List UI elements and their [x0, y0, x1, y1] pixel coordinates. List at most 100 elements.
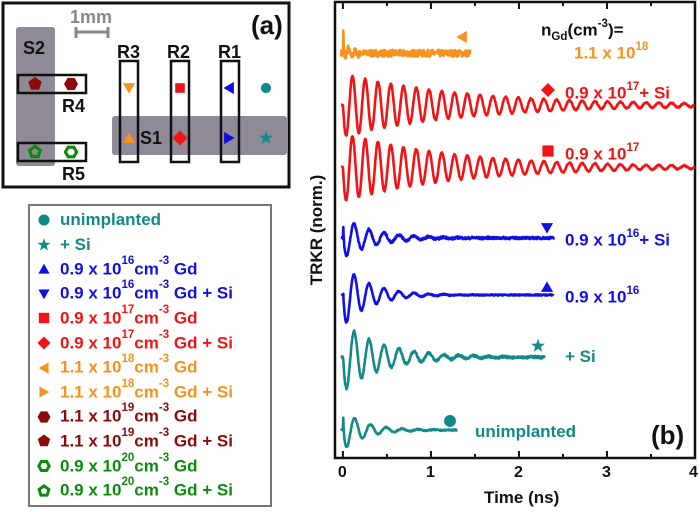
label-text: 0.9 x 10 [565, 230, 627, 250]
legend-label: 0.9 x 1016cm-3 Gd [60, 255, 198, 280]
y-axis-label: TRKR (norm.) [307, 174, 327, 286]
circle-marker-icon [260, 82, 272, 94]
label-text: Gd [169, 456, 198, 476]
label-text: cm [134, 284, 159, 304]
legend-label: 1.1 x 1019cm-3 Gd + Si [60, 427, 233, 452]
star-marker-icon [531, 338, 545, 352]
region-r2 [169, 59, 191, 164]
label-text: Gd [169, 357, 198, 377]
label-r3: R3 [117, 42, 141, 62]
trace-label: 0.9 x 1016 [565, 284, 640, 308]
diamond-marker-icon [541, 83, 555, 97]
legend-item: 0.9 x 1020cm-3 Gd + Si [36, 476, 233, 503]
label-r4: R4 [62, 96, 86, 116]
label-text: cm [134, 480, 159, 500]
legend-item: 0.9 x 1016cm-3 Gd + Si [36, 279, 233, 306]
tri-right-marker-icon [224, 131, 235, 145]
label-text: Gd [169, 308, 198, 328]
exponent: 16 [626, 284, 640, 297]
label-text: + Si [639, 83, 671, 103]
exponent: -3 [158, 427, 170, 440]
label-text: 0.9 x 10 [565, 287, 627, 307]
square-marker-icon [38, 313, 50, 324]
label-text: cm [134, 431, 159, 451]
legend-item: 1.1 x 1019cm-3 Gd + Si [36, 427, 233, 453]
legend-item: 1.1 x 1018cm-3 Gd + Si [36, 377, 233, 404]
label-text: + Si [639, 230, 671, 250]
legend-item: 0.9 x 1020cm-3 Gd [36, 451, 198, 478]
exponent: -3 [158, 353, 170, 366]
trace-label: 0.9 x 1017+ Si [565, 81, 671, 104]
exponent: 19 [121, 402, 135, 415]
header-text: (cm [567, 20, 598, 40]
x-tick-label: 2 [513, 464, 523, 481]
x-tick-label: 1 [425, 464, 435, 481]
label-text: Gd + Si [169, 431, 233, 451]
hexagon-marker-icon [37, 411, 51, 423]
label-text: 0.9 x 10 [60, 456, 122, 476]
header-text: )= [607, 20, 624, 40]
trace-label: + Si [565, 347, 596, 367]
label-text: Gd + Si [169, 284, 233, 304]
label-text: unimplanted [60, 210, 162, 229]
x-tick-label: 3 [601, 464, 611, 481]
hexagon-open-marker-icon [63, 145, 79, 159]
legend-label: 0.9 x 1017cm-3 Gd + Si [60, 329, 233, 354]
plot-frame [333, 0, 697, 460]
label-text: 1.1 x 10 [60, 357, 122, 377]
label-text: 1.1 x 10 [60, 382, 122, 402]
trace-label: 1.1 x 1018 [574, 40, 649, 64]
exponent: 18 [635, 40, 649, 53]
diamond-marker-icon [172, 130, 188, 146]
label-text: 0.9 x 10 [60, 480, 122, 500]
label-text: 0.9 x 10 [60, 308, 122, 328]
legend-label: + Si [60, 235, 91, 255]
exponent: -3 [158, 451, 170, 464]
label-text: Gd + Si [169, 480, 233, 500]
label-text: cm [134, 407, 159, 427]
region-r4 [16, 73, 88, 95]
exponent: -3 [158, 402, 170, 415]
square-marker-icon [175, 83, 185, 93]
legend-label: unimplanted [60, 210, 161, 230]
exponent: 16 [626, 227, 640, 240]
star-marker-icon [259, 130, 273, 144]
legend-item: 0.9 x 1017cm-3 Gd [36, 304, 198, 330]
exponent: 17 [626, 141, 640, 154]
label-text: Gd + Si [169, 333, 233, 353]
legend-item: 1.1 x 1019cm-3 Gd [36, 402, 198, 429]
label-text: cm [134, 357, 159, 377]
region-r1 [219, 59, 241, 164]
exponent: 20 [121, 451, 135, 464]
circle-marker-icon [444, 415, 456, 427]
tri-left-marker-icon [38, 361, 49, 374]
diamond-marker-icon [37, 336, 51, 350]
star-marker-icon [37, 237, 51, 251]
tri-down-marker-icon [122, 83, 136, 94]
scale-bar [74, 27, 110, 38]
label-s2: S2 [23, 38, 46, 58]
exponent: 20 [121, 476, 135, 489]
trace-line [339, 29, 472, 60]
label-text: cm [134, 382, 159, 402]
exponent: -3 [158, 254, 170, 267]
exponent: -3 [158, 328, 170, 341]
tri-up-marker-icon [540, 281, 554, 292]
legend-item: 0.9 x 1017cm-3 Gd + Si [36, 329, 233, 355]
label-r1: R1 [218, 42, 242, 62]
sample-s1 [112, 116, 287, 155]
header-text: n [541, 20, 552, 40]
trace-label: 0.9 x 1017 [565, 141, 640, 165]
label-text: 0.9 x 10 [565, 83, 627, 103]
exponent: 18 [121, 377, 135, 390]
trace-label: 0.9 x 1016+ Si [565, 227, 671, 251]
legend-label: 1.1 x 1019cm-3 Gd [60, 402, 198, 427]
scale-bar-label: 1mm [70, 7, 113, 27]
pentagon-open-marker-icon [37, 483, 51, 497]
trace-line [339, 416, 458, 449]
exponent: 18 [121, 353, 135, 366]
pentagon-marker-icon [28, 77, 42, 90]
label-s1: S1 [140, 128, 163, 148]
tri-down-marker-icon [540, 223, 554, 234]
